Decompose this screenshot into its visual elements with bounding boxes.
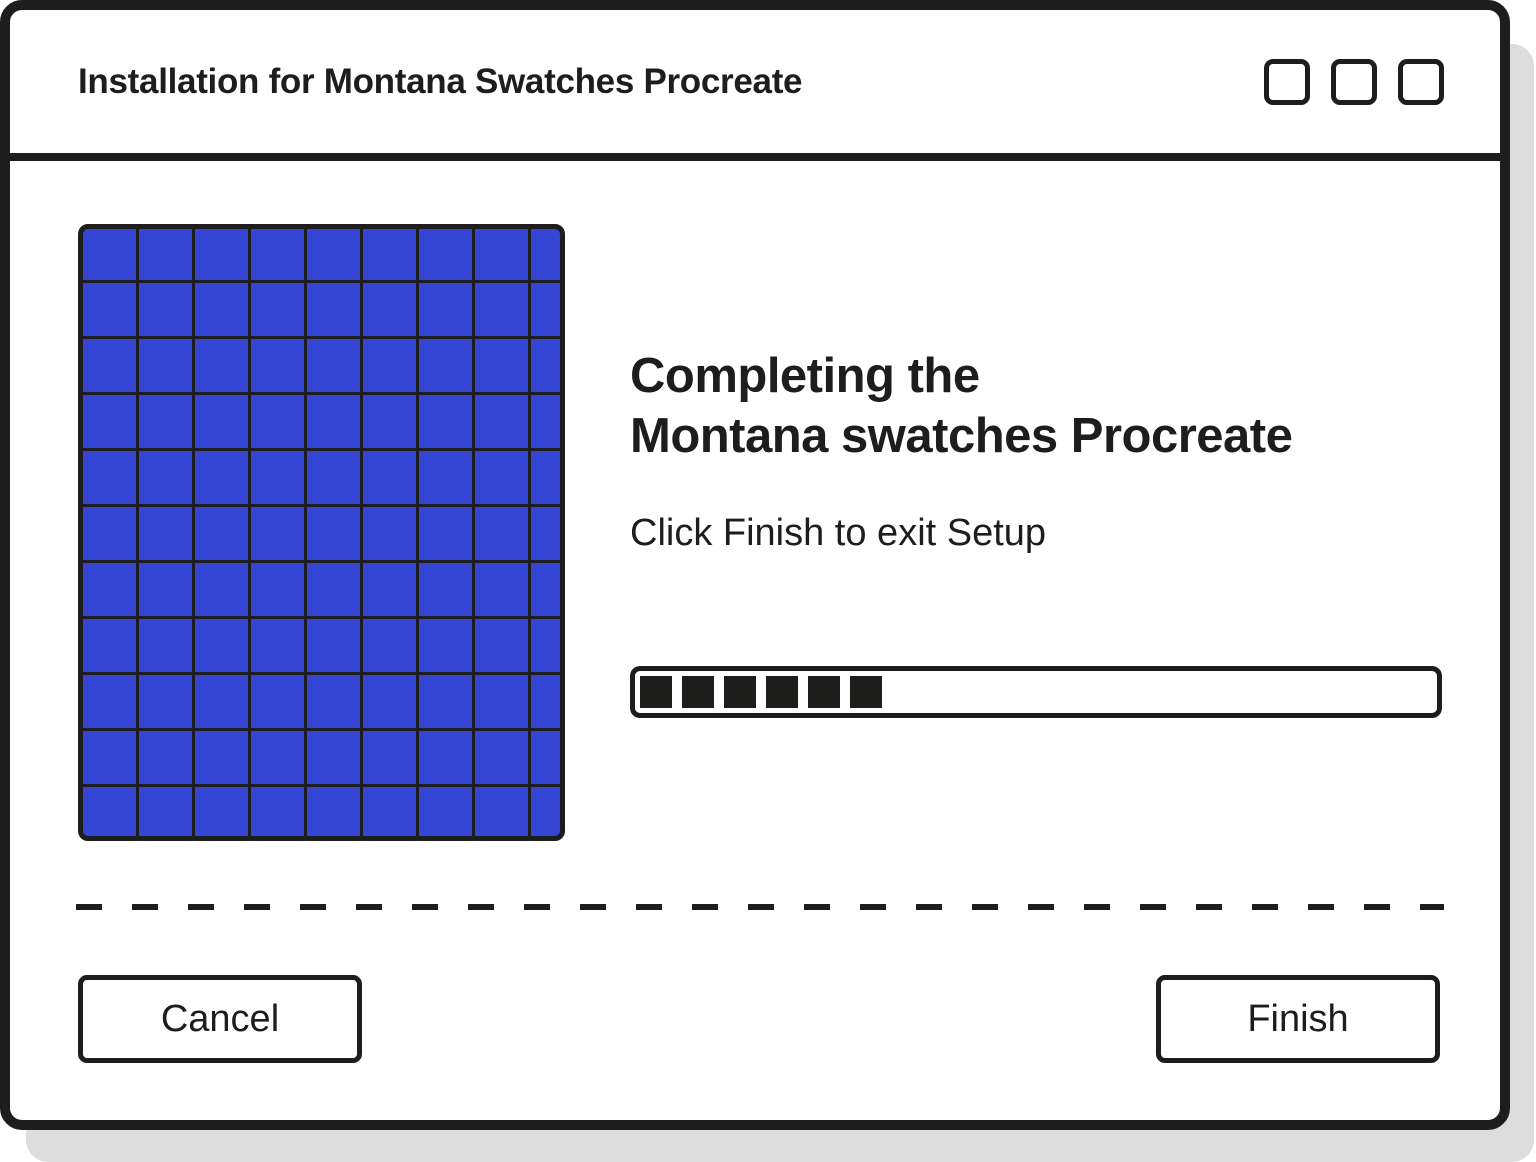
progress-bar bbox=[630, 666, 1442, 718]
window-title: Installation for Montana Swatches Procre… bbox=[78, 62, 803, 101]
progress-bar-fill bbox=[640, 676, 882, 708]
heading-line-1: Completing the bbox=[630, 349, 980, 403]
title-bar: Installation for Montana Swatches Procre… bbox=[10, 10, 1500, 161]
finish-button[interactable]: Finish bbox=[1156, 975, 1440, 1063]
maximize-button[interactable] bbox=[1331, 59, 1377, 105]
close-button[interactable] bbox=[1398, 59, 1444, 105]
minimize-button[interactable] bbox=[1264, 59, 1310, 105]
cancel-button[interactable]: Cancel bbox=[78, 975, 362, 1063]
heading-line-2: Montana swatches Procreate bbox=[630, 409, 1293, 463]
completion-heading: Completing the Montana swatches Procreat… bbox=[630, 346, 1293, 466]
dashed-divider bbox=[76, 904, 1444, 910]
instruction-text: Click Finish to exit Setup bbox=[630, 512, 1047, 554]
installer-window: Installation for Montana Swatches Procre… bbox=[0, 0, 1510, 1130]
wizard-grid-image bbox=[78, 224, 565, 841]
